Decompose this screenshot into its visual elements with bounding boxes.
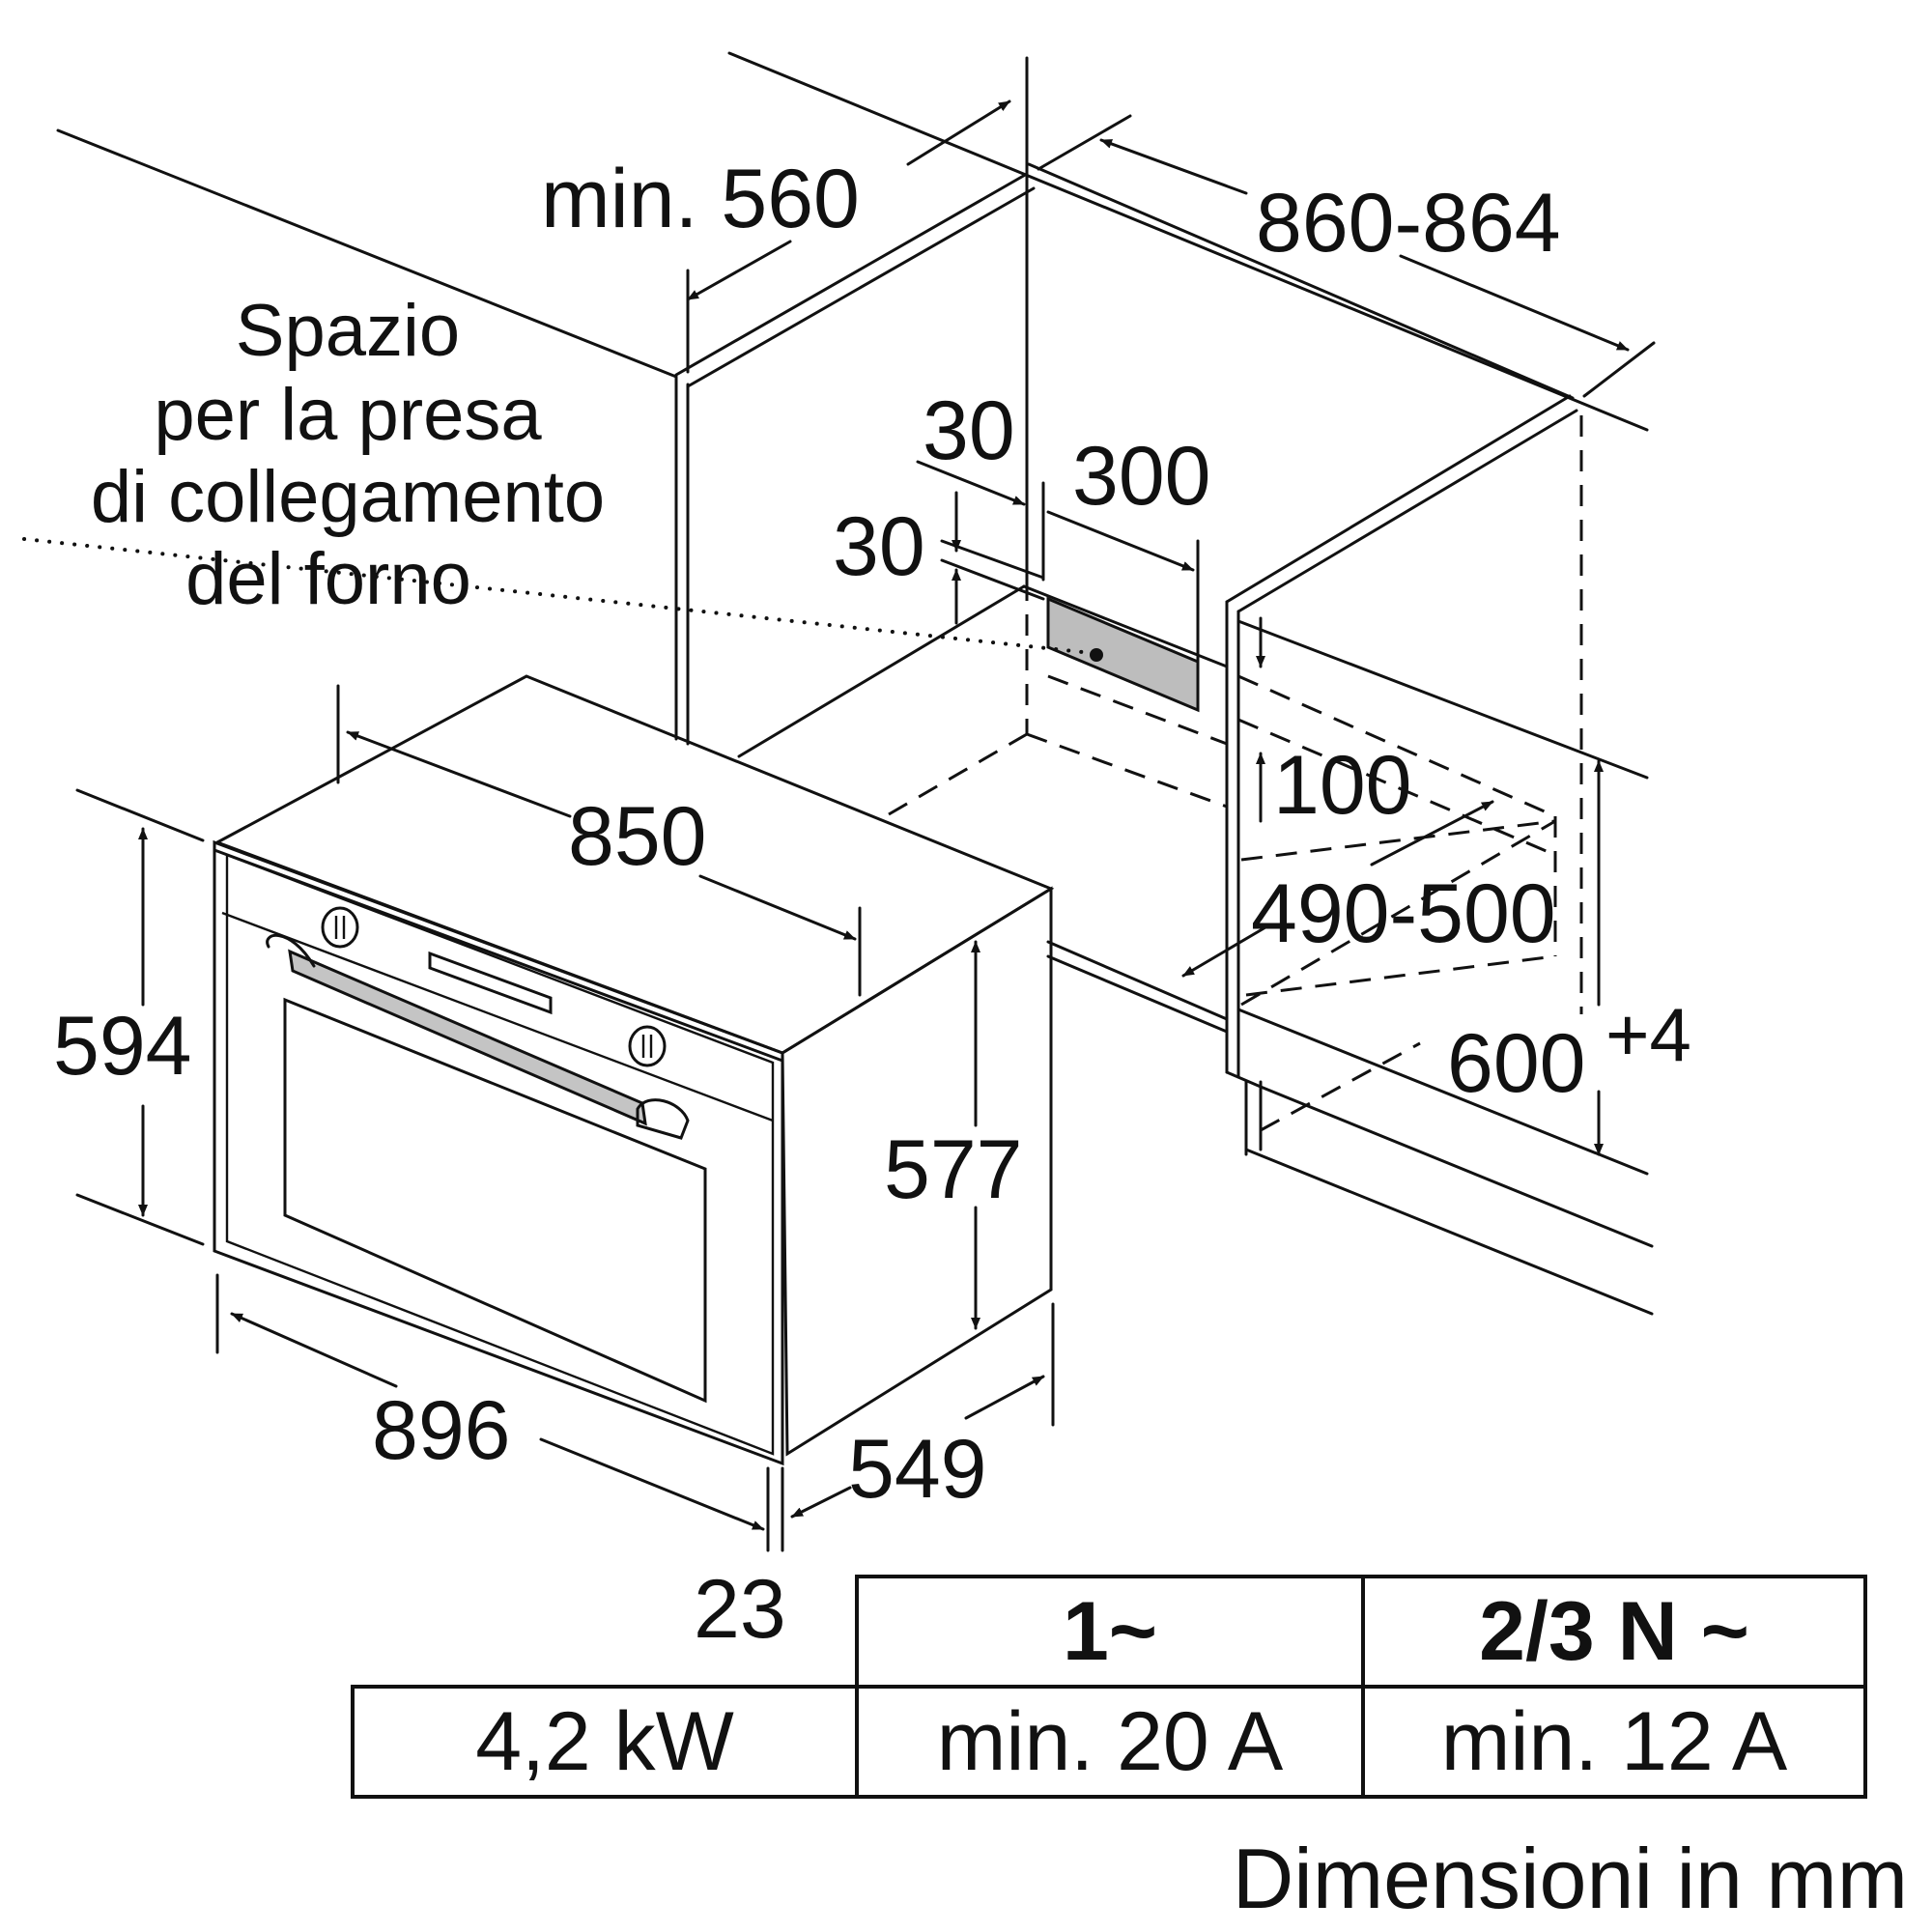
dim-100: 100 bbox=[1273, 739, 1412, 832]
cabinet-niche bbox=[56, 51, 1654, 1316]
dim-577: 577 bbox=[884, 1123, 1023, 1216]
dimension-lines bbox=[75, 99, 1656, 1552]
dim-490-500: 490-500 bbox=[1251, 867, 1556, 960]
socket-note-line-3: di collegamento bbox=[91, 456, 605, 538]
socket-area bbox=[1046, 596, 1200, 713]
socket-note-line-1: Spazio bbox=[236, 290, 460, 372]
header-single-phase: 1~ bbox=[855, 1575, 1365, 1689]
door-handle bbox=[266, 933, 690, 1140]
table-empty-cell bbox=[353, 1577, 859, 1689]
dim-594: 594 bbox=[53, 1000, 192, 1093]
table-header-row: 1~ 2/3 N ~ bbox=[353, 1575, 1867, 1689]
left-knob-icon bbox=[321, 906, 359, 949]
dim-30-top: 30 bbox=[923, 384, 1015, 477]
dim-min-560: min. 560 bbox=[541, 153, 860, 245]
header-three-phase: 2/3 N ~ bbox=[1361, 1575, 1867, 1689]
table-row: 4,2 kW min. 20 A min. 12 A bbox=[351, 1685, 1867, 1799]
dim-896: 896 bbox=[372, 1384, 511, 1477]
units-footer: Dimensioni in mm bbox=[1233, 1831, 1908, 1926]
socket-pointer-line bbox=[22, 537, 1094, 655]
right-knob-icon bbox=[628, 1025, 667, 1067]
cell-three-phase-fuse: min. 12 A bbox=[1361, 1685, 1867, 1799]
dim-600: 600 bbox=[1447, 1017, 1586, 1110]
socket-note-line-4: del forno bbox=[185, 538, 471, 620]
electrical-spec-table: 1~ 2/3 N ~ 4,2 kW min. 20 A min. 12 A bbox=[351, 1575, 1867, 1799]
dim-30-side: 30 bbox=[833, 500, 925, 593]
dim-300: 300 bbox=[1072, 430, 1211, 523]
dim-860-864: 860-864 bbox=[1256, 177, 1561, 270]
cell-single-phase-fuse: min. 20 A bbox=[855, 1685, 1365, 1799]
dim-549: 549 bbox=[848, 1423, 987, 1516]
socket-note-line-2: per la presa bbox=[154, 374, 542, 456]
dim-850: 850 bbox=[568, 790, 707, 883]
oven-body bbox=[213, 674, 1055, 1466]
dim-600-tolerance: +4 bbox=[1605, 992, 1691, 1077]
cell-power: 4,2 kW bbox=[351, 1685, 859, 1799]
